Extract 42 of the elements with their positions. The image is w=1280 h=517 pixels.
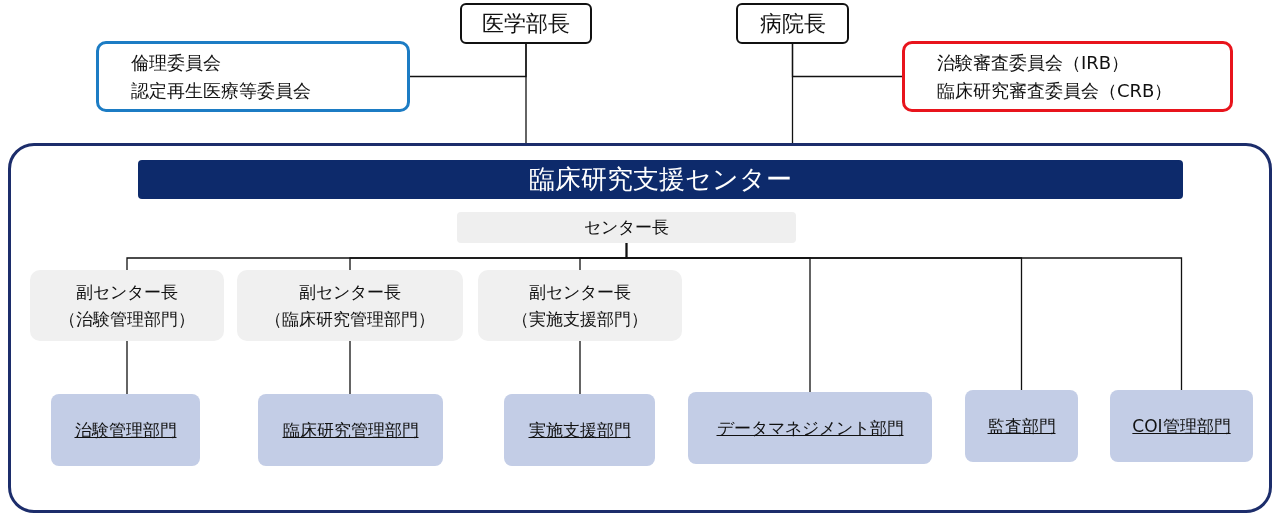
connector-line — [126, 340, 128, 395]
department-link: 治験管理部門 — [74, 418, 177, 442]
department-box — [504, 394, 655, 466]
department-box — [258, 394, 443, 466]
deputy-box — [30, 270, 224, 341]
center-frame — [8, 143, 1272, 513]
deputy-title: 副センター長 — [76, 280, 178, 304]
division-name: （臨床研究管理部門） — [265, 307, 435, 331]
committee-name: 倫理委員会 — [131, 50, 221, 75]
committee-name: 認定再生医療等委員会 — [131, 78, 311, 103]
department-box — [965, 390, 1078, 462]
heading-text: 臨床研究支援センター — [529, 163, 792, 196]
committee-name: 治験審査委員会（IRB） — [937, 50, 1130, 75]
department-link: 実施支援部門 — [528, 418, 631, 442]
title-box — [460, 3, 592, 44]
division-name: （実施支援部門） — [512, 307, 648, 331]
deputy-title: 副センター長 — [529, 280, 631, 304]
committee-box — [902, 41, 1233, 112]
department-link: COI管理部門 — [1132, 414, 1231, 438]
department-box — [688, 392, 932, 464]
connector-line — [349, 340, 351, 395]
department-box — [51, 394, 200, 466]
title-box — [736, 3, 849, 44]
deputy-box — [237, 270, 463, 341]
department-link: データマネジメント部門 — [716, 416, 904, 440]
heading-band — [138, 160, 1183, 199]
committee-name: 臨床研究審査委員会（CRB） — [937, 78, 1173, 103]
department-box — [1110, 390, 1253, 462]
connector-line — [579, 340, 581, 395]
director-title: センター長 — [584, 216, 669, 239]
division-name: （治験管理部門） — [59, 307, 195, 331]
connector-line — [625, 242, 1183, 391]
deputy-title: 副センター長 — [299, 280, 401, 304]
title-text: 医学部長 — [482, 9, 570, 38]
committee-box — [96, 41, 410, 112]
department-link: 臨床研究管理部門 — [282, 418, 419, 442]
department-link: 監査部門 — [987, 414, 1056, 438]
director-box — [457, 212, 796, 243]
deputy-box — [478, 270, 682, 341]
title-text: 病院長 — [759, 9, 826, 38]
connector-line — [409, 43, 527, 78]
connector-line — [791, 43, 903, 78]
